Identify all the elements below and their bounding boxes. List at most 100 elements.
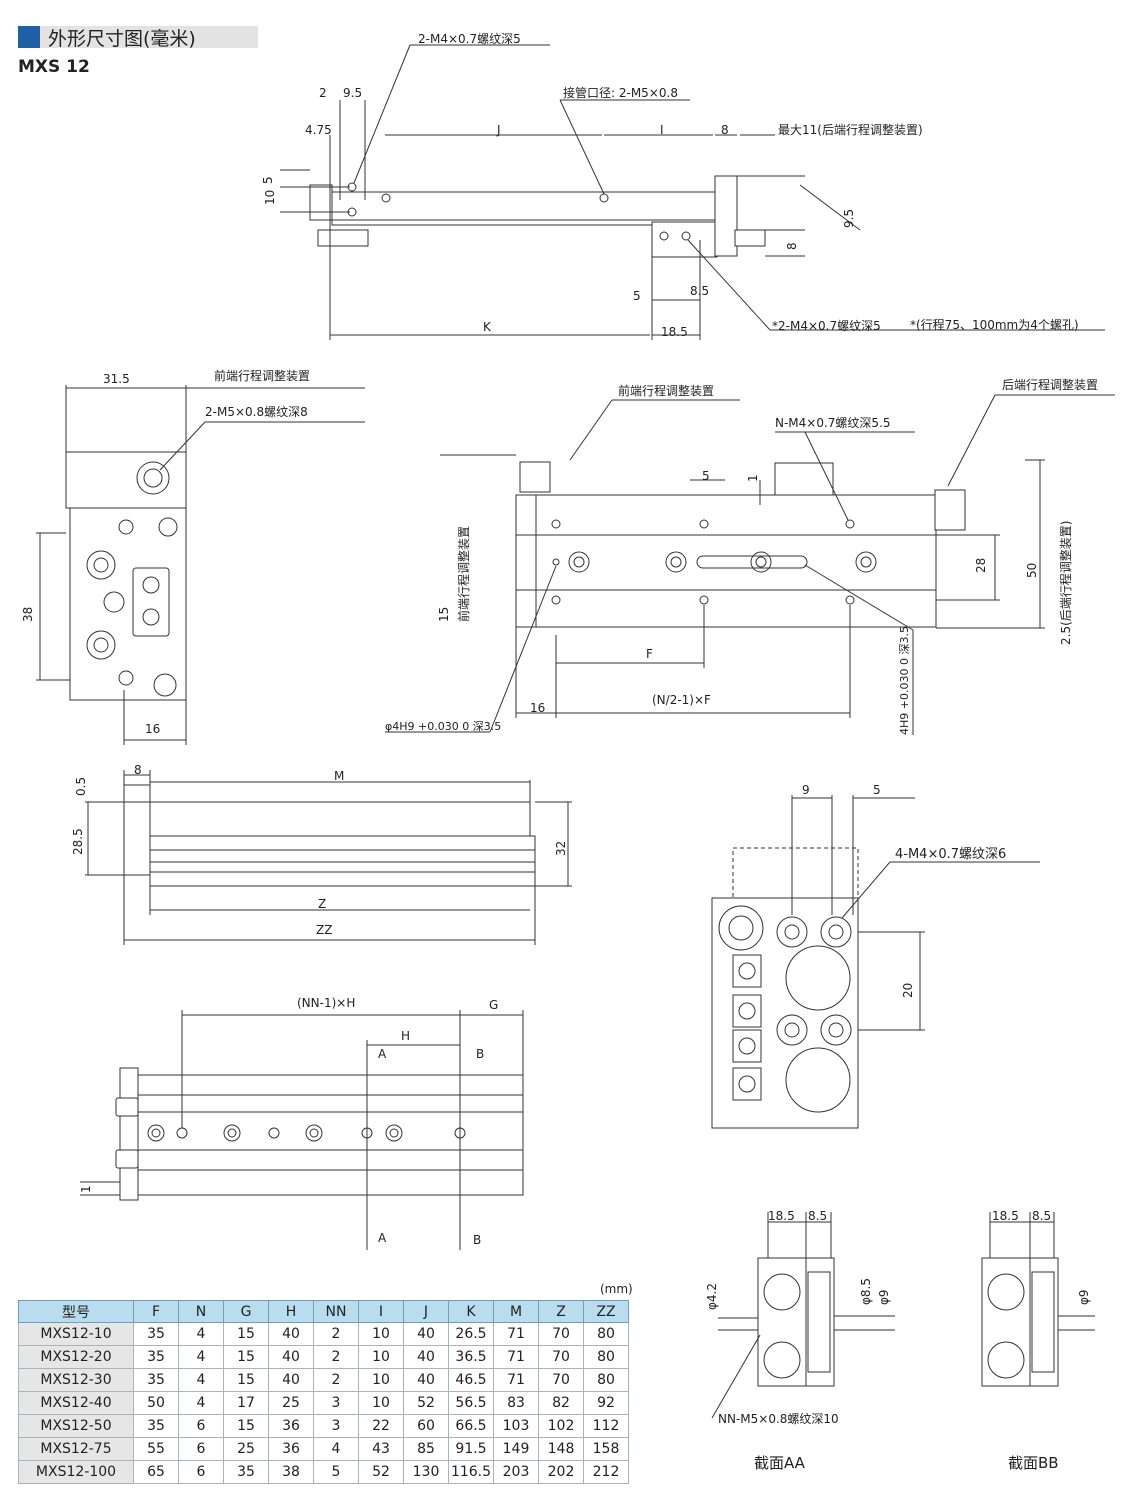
tt-pin-hole: φ4H9 +0.030 0 深3.5 xyxy=(385,720,501,733)
value-cell: 38 xyxy=(268,1460,314,1484)
value-cell: 35 xyxy=(133,1322,179,1346)
model-cell: MXS12-100 xyxy=(18,1460,134,1484)
dim-label: 8.5 xyxy=(690,284,709,298)
col-header: I xyxy=(358,1300,404,1323)
dim-label: G xyxy=(489,998,498,1012)
dim-label: φ4.2 xyxy=(705,1283,719,1310)
value-cell: 71 xyxy=(493,1345,539,1369)
dim-label: 9.5 xyxy=(842,209,856,228)
value-cell: 15 xyxy=(223,1322,269,1346)
dim-label: 8.5 xyxy=(1032,1209,1051,1223)
dim-label: 1 xyxy=(746,474,760,482)
value-cell: 10 xyxy=(358,1345,404,1369)
model-cell: MXS12-40 xyxy=(18,1391,134,1415)
dim-label: ZZ xyxy=(316,923,332,937)
table-header-row: 型号 F N G H NN I J K M Z ZZ xyxy=(18,1300,629,1323)
value-cell: 43 xyxy=(358,1437,404,1461)
model-cell: MXS12-50 xyxy=(18,1414,134,1438)
dim-label: F xyxy=(646,647,653,661)
bottom-view-labels: (NN-1)×H G H A B A B 1 xyxy=(79,996,498,1247)
top-port: 接管口径: 2-M5×0.8 xyxy=(563,85,678,100)
top-view-labels: 2-M4×0.7螺纹深5 接管口径: 2-M5×0.8 2 9.5 4.75 J… xyxy=(261,32,1079,339)
value-cell: 3 xyxy=(313,1414,359,1438)
col-header: J xyxy=(403,1300,449,1323)
section-mark-a: A xyxy=(378,1231,387,1245)
col-header: G xyxy=(223,1300,269,1323)
section-bb-title: 截面BB xyxy=(1008,1454,1059,1472)
dim-label: 28 xyxy=(974,558,988,573)
value-cell: 148 xyxy=(538,1437,584,1461)
tt-slot: 4H9 +0.030 0 深3.5 xyxy=(898,626,911,735)
tt-rear-adj: 后端行程调整装置 xyxy=(1002,377,1098,392)
value-cell: 55 xyxy=(133,1437,179,1461)
col-header: 型号 xyxy=(18,1300,134,1323)
value-cell: 40 xyxy=(268,1322,314,1346)
page-title: 外形尺寸图(毫米) xyxy=(48,28,196,50)
dim-label: 32 xyxy=(554,841,568,856)
value-cell: 2 xyxy=(313,1345,359,1369)
dim-label: Z xyxy=(318,897,326,911)
value-cell: 83 xyxy=(493,1391,539,1415)
dim-label: 最大11(后端行程调整装置) xyxy=(778,122,923,137)
dim-label: K xyxy=(483,320,492,334)
value-cell: 35 xyxy=(223,1460,269,1484)
value-cell: 15 xyxy=(223,1345,269,1369)
value-cell: 80 xyxy=(583,1345,629,1369)
value-cell: 80 xyxy=(583,1322,629,1346)
dim-label: 5 xyxy=(261,176,275,184)
table-unit: (mm) xyxy=(600,1282,633,1296)
value-cell: 85 xyxy=(403,1437,449,1461)
value-cell: 112 xyxy=(583,1414,629,1438)
value-cell: 35 xyxy=(133,1345,179,1369)
side-view-labels: 8 M 0.5 28.5 32 Z ZZ xyxy=(71,763,568,937)
value-cell: 202 xyxy=(538,1460,584,1484)
section-mark-a: A xyxy=(378,1047,387,1061)
value-cell: 46.5 xyxy=(448,1368,494,1392)
dim-label: 8 xyxy=(721,123,729,137)
col-header: Z xyxy=(538,1300,584,1323)
value-cell: 80 xyxy=(583,1368,629,1392)
dim-label: 10 xyxy=(263,190,277,205)
dim-label: 16 xyxy=(145,722,160,736)
value-cell: 158 xyxy=(583,1437,629,1461)
end-thread: 2-M5×0.8螺纹深8 xyxy=(205,405,308,419)
dim-label: 20 xyxy=(901,983,915,998)
bottom-view xyxy=(80,1010,524,1250)
value-cell: 36 xyxy=(268,1437,314,1461)
dim-label: 16 xyxy=(530,701,545,715)
value-cell: 91.5 xyxy=(448,1437,494,1461)
value-cell: 70 xyxy=(538,1345,584,1369)
value-cell: 52 xyxy=(358,1460,404,1484)
dim-label: 9.5 xyxy=(343,86,362,100)
dim-label: 8 xyxy=(785,242,799,250)
dim-label: φ9 xyxy=(877,1289,891,1305)
value-cell: 35 xyxy=(133,1368,179,1392)
top-callout: 2-M4×0.7螺纹深5 xyxy=(418,32,521,46)
col-header: N xyxy=(178,1300,224,1323)
col-header: ZZ xyxy=(583,1300,629,1323)
value-cell: 25 xyxy=(268,1391,314,1415)
header-accent xyxy=(18,26,40,48)
dim-label: 18.5 xyxy=(661,325,688,339)
value-cell: 130 xyxy=(403,1460,449,1484)
value-cell: 60 xyxy=(403,1414,449,1438)
value-cell: 40 xyxy=(268,1345,314,1369)
value-cell: 103 xyxy=(493,1414,539,1438)
dim-label: 50 xyxy=(1025,563,1039,578)
dim-label: I xyxy=(660,123,664,137)
rear-thread: 4-M4×0.7螺纹深6 xyxy=(895,847,1006,862)
dim-label: 28.5 xyxy=(71,828,85,855)
value-cell: 40 xyxy=(403,1368,449,1392)
value-cell: 15 xyxy=(223,1368,269,1392)
model-cell: MXS12-75 xyxy=(18,1437,134,1461)
value-cell: 203 xyxy=(493,1460,539,1484)
table-top-labels: 前端行程调整装置 后端行程调整装置 N-M4×0.7螺纹深5.5 5 1 28 … xyxy=(385,377,1098,735)
dim-label: φ8.5 xyxy=(859,1278,873,1305)
model-cell: MXS12-30 xyxy=(18,1368,134,1392)
dim-label: 1 xyxy=(79,1185,93,1193)
